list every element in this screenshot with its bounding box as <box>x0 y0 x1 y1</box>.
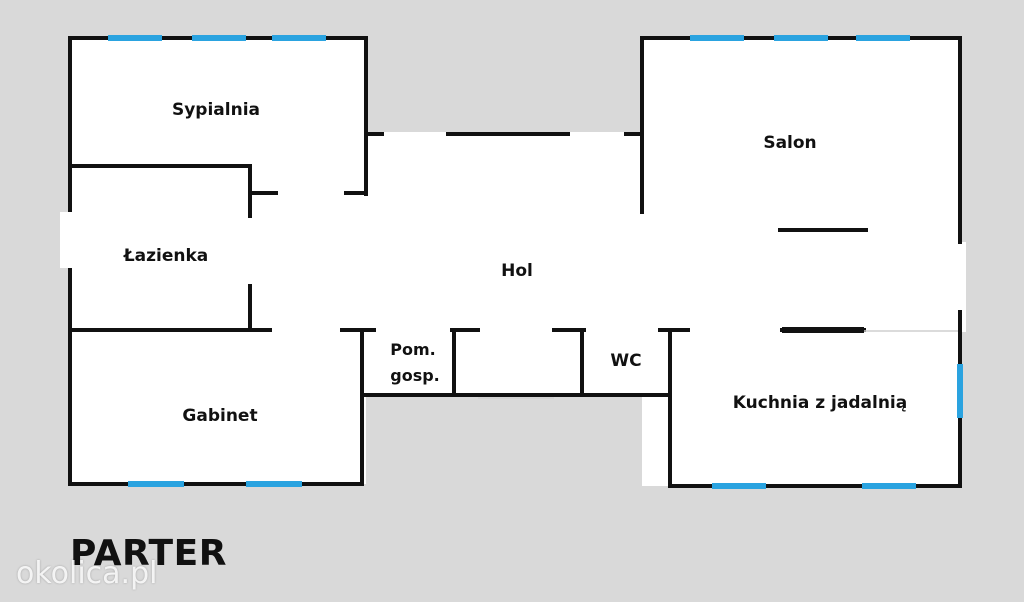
room-label-wc: WC <box>610 351 641 371</box>
room-label-hol: Hol <box>501 261 533 281</box>
room-label-pom-line1: Pom. <box>390 340 435 359</box>
window <box>856 35 910 41</box>
window <box>712 483 766 489</box>
window <box>272 35 326 41</box>
window <box>690 35 744 41</box>
room-label-gabinet: Gabinet <box>182 406 257 426</box>
room-label-pom-line2: gosp. <box>390 366 440 385</box>
window <box>862 483 916 489</box>
window <box>192 35 246 41</box>
floor-title: PARTER <box>70 533 227 574</box>
watermark: okolica.pl <box>16 556 158 591</box>
thin-lines <box>478 330 958 399</box>
window <box>774 35 828 41</box>
floor-area <box>60 38 966 486</box>
room-label-salon: Salon <box>763 133 816 153</box>
window <box>246 481 302 487</box>
windows <box>108 35 963 489</box>
room-label-sypialnia: Sypialnia <box>172 100 260 120</box>
thick-walls <box>782 327 864 333</box>
room-label-kuchnia: Kuchnia z jadalnią <box>733 393 907 413</box>
window <box>128 481 184 487</box>
window <box>957 364 963 418</box>
window <box>108 35 162 41</box>
room-label-lazienka: Łazienka <box>123 246 209 266</box>
